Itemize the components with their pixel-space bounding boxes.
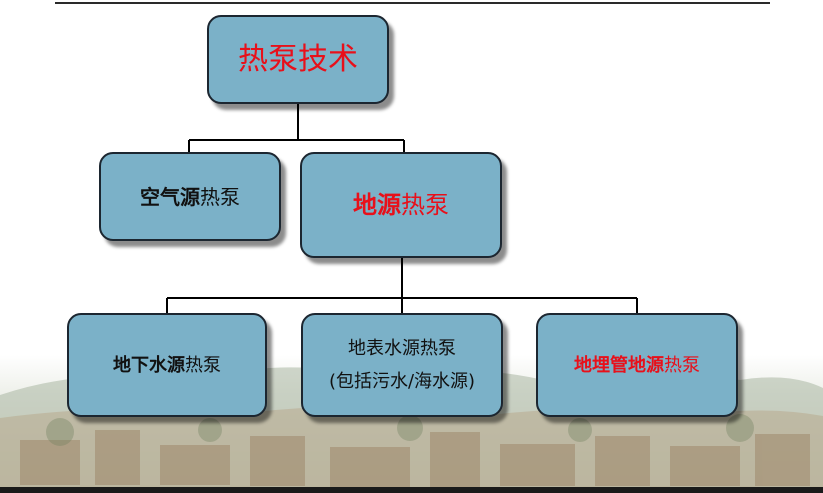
node-surface-water-source-heat-pump: 地表水源热泵 (包括污水/海水源) — [301, 313, 503, 417]
node-air-source-heat-pump-label: 空气源热泵 — [140, 184, 240, 209]
node-heat-pump-technology: 热泵技术 — [207, 15, 389, 104]
node-ground-loop-heat-pump-label: 地埋管地源热泵 — [574, 354, 700, 376]
node-air-source-heat-pump: 空气源热泵 — [99, 152, 281, 241]
node-ground-loop-heat-pump: 地埋管地源热泵 — [536, 313, 738, 417]
bottom-rule — [0, 487, 823, 493]
node-groundwater-source-heat-pump-label: 地下水源热泵 — [113, 354, 221, 376]
node-heat-pump-technology-label: 热泵技术 — [238, 42, 358, 77]
node-ground-source-heat-pump: 地源热泵 — [300, 152, 502, 258]
node-surface-water-source-heat-pump-label: 地表水源热泵 — [348, 338, 456, 359]
node-groundwater-source-heat-pump: 地下水源热泵 — [67, 313, 267, 417]
node-surface-water-source-heat-pump-note: (包括污水/海水源) — [328, 371, 476, 392]
node-ground-source-heat-pump-label: 地源热泵 — [353, 191, 449, 219]
top-rule — [55, 2, 770, 4]
